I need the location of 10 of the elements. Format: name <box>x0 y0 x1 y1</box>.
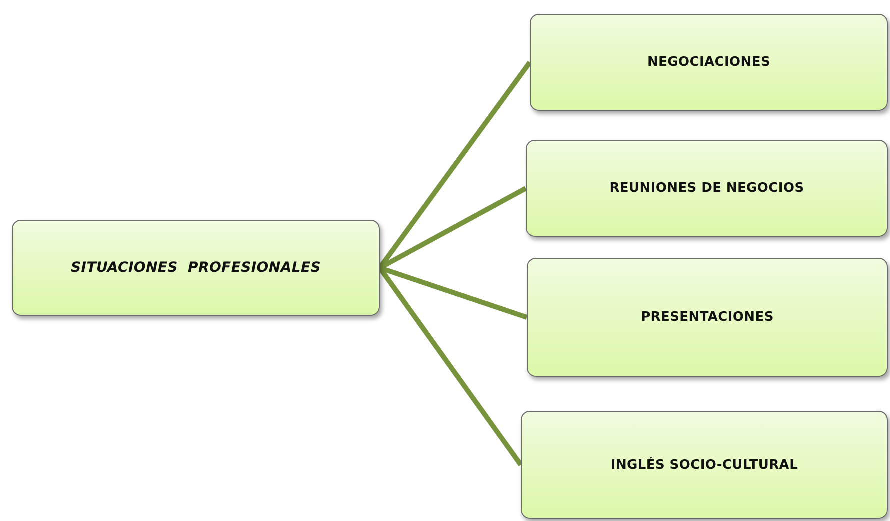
box-label: NEGOCIACIONES <box>647 55 771 70</box>
process-box <box>526 140 888 237</box>
box-label: REUNIONES DE NEGOCIOS <box>610 181 804 196</box>
box-label: PRESENTACIONES <box>641 310 774 325</box>
process-box <box>12 220 380 316</box>
process-box <box>530 14 888 111</box>
box-label: INGLÉS SOCIO-CULTURAL <box>610 458 798 472</box>
box-label: SITUACIONES PROFESIONALES <box>71 260 321 276</box>
process-box <box>521 411 888 519</box>
process-box <box>527 258 888 377</box>
